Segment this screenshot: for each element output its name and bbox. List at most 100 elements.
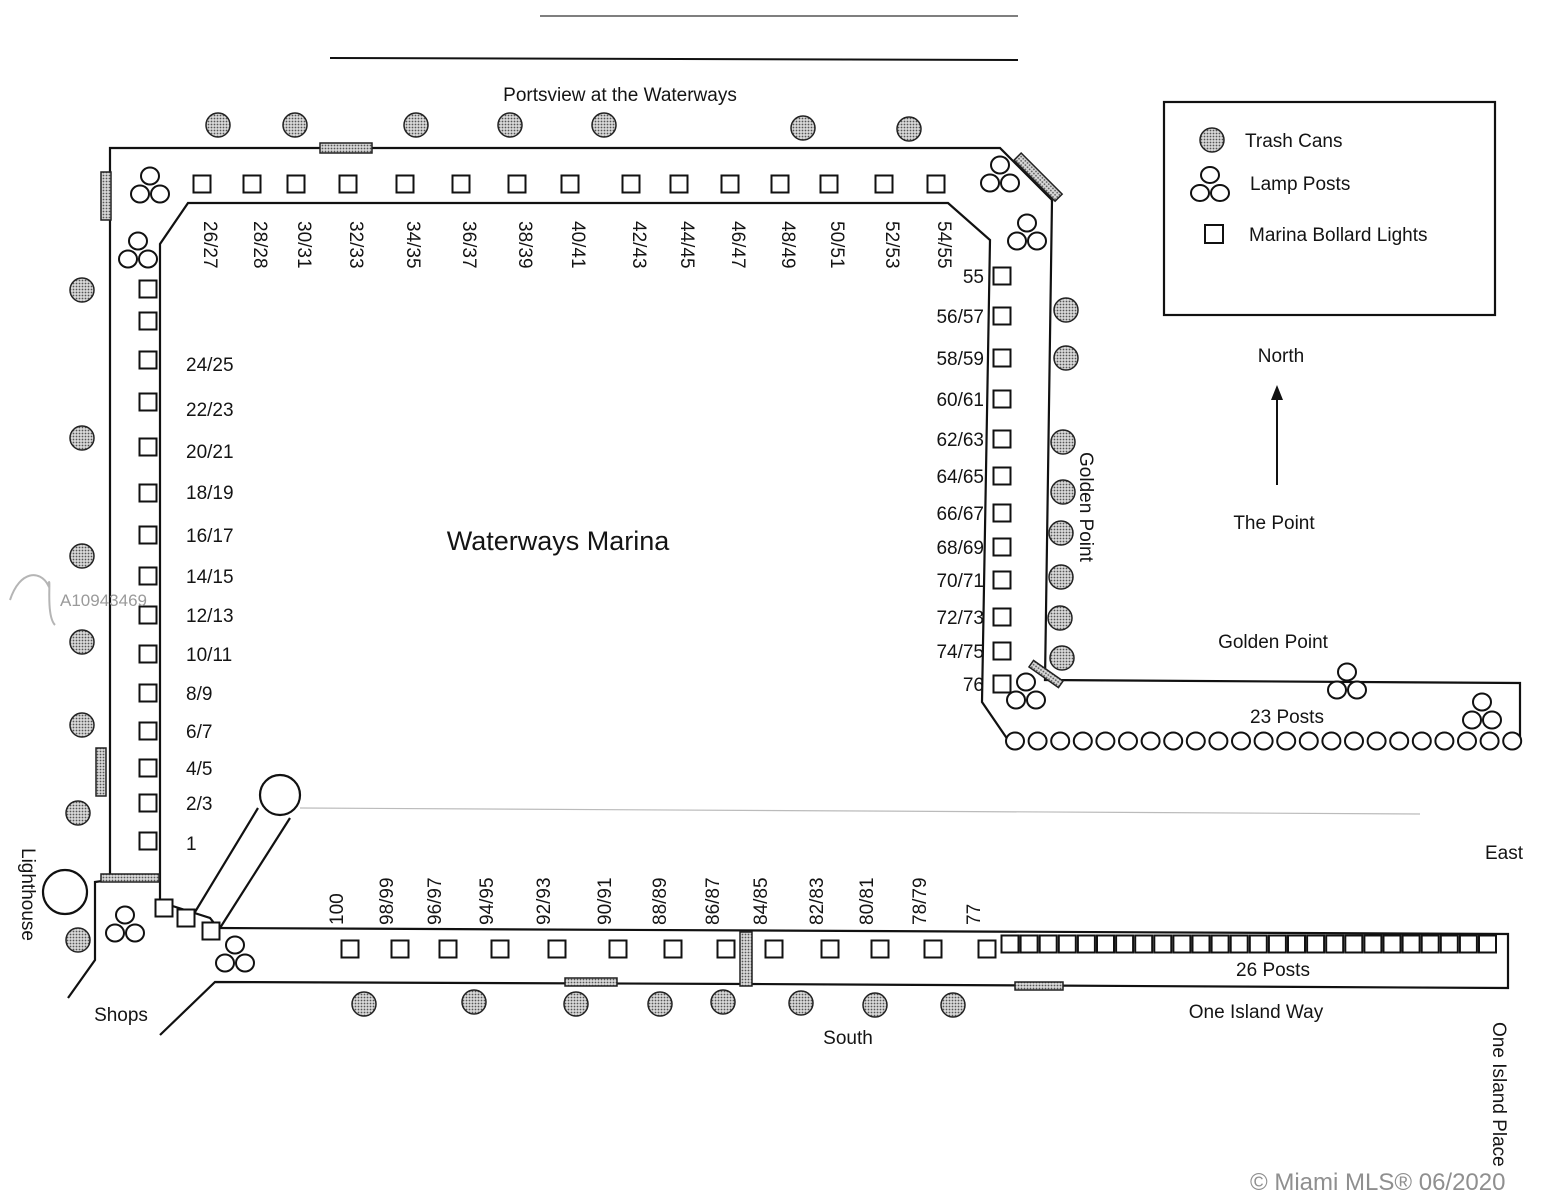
trash-can-icon: [1048, 520, 1074, 546]
lamp-post-icon: [990, 155, 1010, 175]
lamp-post-icon: [140, 166, 160, 186]
trash-can-icon: [69, 712, 95, 738]
trash-can-icon: [1053, 297, 1079, 323]
slip-label: 2/3: [186, 794, 212, 815]
lamp-post-icon: [1072, 731, 1093, 751]
lamp-post-icon: [1462, 710, 1482, 730]
lamp-post-icon: [130, 184, 150, 204]
bollard-light-icon: [870, 939, 890, 959]
trash-can-icon: [205, 112, 231, 138]
bollard-light-icon: [138, 392, 158, 412]
bollard-light-icon: [138, 437, 158, 457]
lamp-posts: [105, 155, 1523, 973]
bollard-light-icon: [1363, 934, 1383, 954]
bollard-light-icon: [1096, 934, 1115, 954]
slip-label: 1: [186, 834, 197, 855]
lighthouse-icon: [41, 868, 89, 916]
listing-id: A10943469: [60, 591, 147, 610]
bollard-light-icon: [992, 306, 1012, 326]
lamp-post-icon: [118, 249, 138, 269]
walkway-outline: [67, 146, 1522, 1036]
lamp-post-icon: [115, 905, 135, 925]
mls-logo-icon: [9, 574, 56, 626]
bollard-light-icon: [1076, 934, 1096, 954]
lamp-post-icon: [1027, 731, 1048, 751]
slip-label: 100: [327, 893, 348, 925]
lamp-post-icon: [1095, 731, 1116, 751]
trash-can-icon: [69, 543, 95, 569]
bollard-light-icon: [819, 174, 839, 194]
bollard-light-icon: [242, 174, 262, 194]
lamp-post-icon: [980, 173, 1000, 193]
bollard-light-icon: [560, 174, 580, 194]
trash-can-icon: [65, 800, 91, 826]
posts-23-label: 23 Posts: [1250, 707, 1324, 728]
copyright-text: © Miami MLS® 06/2020: [1250, 1169, 1505, 1196]
lamp-post-icon: [1006, 690, 1026, 710]
bollard-light-icon: [138, 311, 158, 331]
bollard-light-icon: [764, 939, 784, 959]
slip-label: 64/65: [936, 467, 984, 488]
slip-label: 74/75: [936, 642, 984, 663]
slip-label: 84/85: [751, 877, 772, 925]
slip-label: 68/69: [936, 538, 984, 559]
trash-can-icon: [497, 112, 523, 138]
slip-label: 60/61: [936, 390, 984, 411]
slip-label: 48/49: [777, 221, 798, 269]
slip-label: 52/53: [881, 221, 902, 269]
one-island-way-label: One Island Way: [1189, 1002, 1324, 1023]
bollard-light-icon: [923, 939, 943, 959]
ramp-landing: [258, 773, 302, 817]
bollard-light-icon: [138, 721, 158, 741]
slip-label: 80/81: [857, 877, 878, 925]
bollard-light-icon: [1210, 934, 1230, 954]
trash-can-icon: [69, 425, 95, 451]
bollard-light-icon: [1038, 934, 1058, 954]
lamp-post-icon: [1016, 672, 1036, 692]
slip-label: 66/67: [936, 504, 984, 525]
slip-label: 54/55: [933, 221, 954, 269]
slip-label: 40/41: [567, 221, 588, 269]
slip-label: 8/9: [186, 684, 212, 705]
lamp-post-icon: [1482, 710, 1502, 730]
east-label: East: [1485, 843, 1524, 864]
bollard-light-icon: [1057, 934, 1077, 954]
bollard-light-icon: [438, 939, 458, 959]
bollard-light-icon: [390, 939, 410, 959]
lamp-post-icon: [1140, 731, 1161, 751]
slip-label: 56/57: [936, 307, 984, 328]
slip-label: 18/19: [186, 483, 234, 504]
legend-bollard-label: Marina Bollard Lights: [1249, 225, 1427, 246]
bollard-light-icon: [992, 503, 1012, 523]
lamp-post-icon: [1190, 166, 1230, 202]
legend-lamp-label: Lamp Posts: [1250, 174, 1350, 195]
trash-can-icon: [563, 991, 589, 1017]
slip-label: 16/17: [186, 526, 234, 547]
lamp-post-icon: [1185, 731, 1206, 751]
trash-can-icon: [591, 112, 617, 138]
lamp-post-icon: [1457, 731, 1477, 751]
slip-label: 26/27: [199, 221, 220, 269]
slip-label: 22/23: [186, 400, 234, 421]
slip-label: 34/35: [402, 221, 423, 269]
bollard-light-icon: [992, 348, 1012, 368]
trash-can-icon: [65, 927, 91, 953]
golden-point-label: Golden Point: [1218, 632, 1329, 653]
lamp-post-icon: [1017, 213, 1037, 233]
lamp-post-icon: [1327, 680, 1347, 700]
scan-lines: [329, 15, 1019, 61]
lamp-post-icon: [1000, 173, 1020, 193]
slip-label: 82/83: [807, 877, 828, 925]
north-label: North: [1258, 346, 1304, 367]
trash-can-icon: [69, 629, 95, 655]
lamp-post-icon: [1163, 731, 1184, 751]
trash-can-icon: [896, 116, 922, 142]
trash-can-icon: [788, 990, 814, 1016]
slip-label: 32/33: [345, 221, 366, 269]
bollard-light-icon: [992, 570, 1012, 590]
bollard-light-icon: [992, 466, 1012, 486]
slip-label: 12/13: [186, 606, 234, 627]
bollard-light-icon: [1439, 934, 1459, 954]
slip-label: 44/45: [676, 221, 697, 269]
